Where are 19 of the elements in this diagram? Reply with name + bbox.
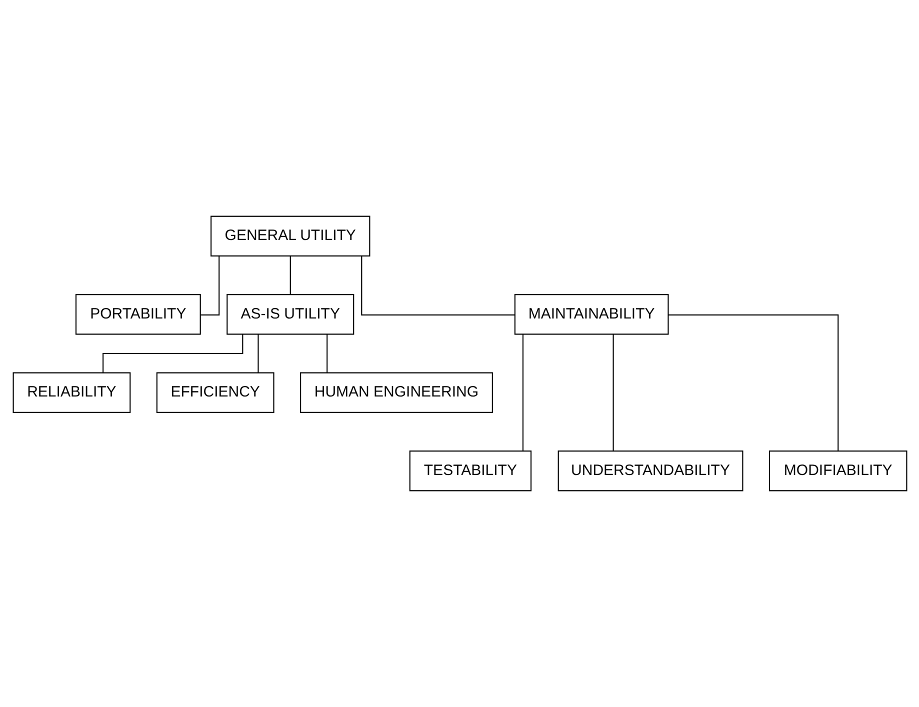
connector (200, 256, 220, 316)
node-box: MODIFIABILITY (768, 450, 907, 492)
connector (668, 314, 838, 451)
connector (102, 334, 243, 373)
connector (326, 334, 328, 373)
connector (289, 256, 290, 294)
node-box: MAINTAINABILITY (514, 294, 668, 335)
node-box: EFFICIENCY (156, 372, 274, 413)
node-box: GENERAL UTILITY (210, 216, 370, 256)
connector (612, 334, 614, 451)
node-box: PORTABILITY (74, 294, 200, 335)
connector (360, 256, 514, 316)
node-box: RELIABILITY (12, 372, 130, 413)
node-box: UNDERSTANDABILITY (557, 450, 743, 492)
node-box: AS-IS UTILITY (226, 294, 354, 335)
node-box: TESTABILITY (408, 450, 532, 492)
connector (522, 334, 523, 451)
connector (257, 334, 258, 373)
node-box: HUMAN ENGINEERING (300, 372, 492, 413)
